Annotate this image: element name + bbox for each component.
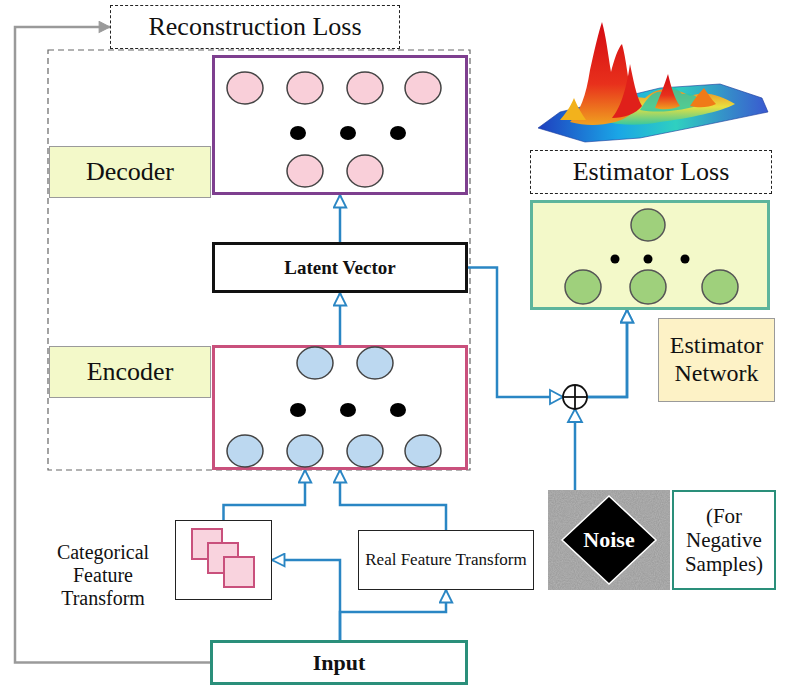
node-text: Latent Vector (284, 257, 395, 279)
ellipsis-dot (390, 403, 406, 417)
node-art (215, 348, 465, 467)
node-text: Estimator Loss (573, 157, 730, 187)
node-text: Estimator Network (663, 332, 770, 387)
neuron (347, 435, 383, 467)
node-text: Categorical Feature Transform (40, 541, 166, 610)
junction-head (550, 390, 563, 404)
node-text: Noise (583, 527, 634, 552)
label-box: Decoder (49, 146, 211, 198)
neuron (565, 270, 601, 304)
ellipsis-dot (681, 255, 690, 264)
sum-cross (574, 385, 576, 409)
noise-ground (548, 490, 670, 590)
embedding-square (224, 557, 254, 587)
label-box: (For Negative Samples) (672, 490, 776, 590)
label-box: Categorical Feature Transform (36, 533, 170, 617)
transform-box: Categorical Feature Transform (175, 520, 272, 600)
neuron (405, 72, 441, 104)
neuron (297, 347, 333, 379)
node-text: Decoder (86, 157, 174, 187)
connector (340, 470, 446, 530)
node-text: Real Feature Transform (365, 550, 526, 570)
connector (272, 560, 340, 640)
density-net: Estimator Network (530, 200, 770, 310)
source-box: Input (210, 640, 468, 685)
group-outline (48, 50, 470, 470)
ellipsis-dot (644, 255, 653, 264)
ellipsis-dot (340, 126, 356, 140)
noise-texture (548, 490, 670, 590)
diamond-shape (562, 496, 656, 584)
loss-box: Estimator Loss (530, 150, 772, 194)
neuron (287, 155, 323, 187)
neuron (347, 155, 383, 187)
transform-box: Real Feature Transform (358, 530, 534, 590)
loss-box: Reconstruction Loss (110, 5, 400, 49)
ellipsis-dot (390, 126, 406, 140)
neuron (631, 209, 665, 241)
sum-circle (563, 385, 587, 409)
node-art (215, 58, 465, 192)
node-text: (For Negative Samples) (678, 504, 770, 576)
neuron (347, 72, 383, 104)
neuron (405, 435, 441, 467)
neuron (287, 435, 323, 467)
density-surface (538, 22, 768, 142)
label-box: Encoder (49, 346, 211, 398)
decoding-layer: Decoder (212, 55, 468, 195)
connector (340, 590, 446, 640)
neuron (702, 270, 738, 304)
ellipsis-dot (290, 126, 306, 140)
latent-box: Latent Vector (212, 242, 468, 293)
connector (224, 470, 306, 520)
encoding-layer: Encoder (212, 345, 468, 470)
connector (339, 293, 342, 345)
ellipsis-dot (290, 403, 306, 417)
label-box: Estimator Network (658, 318, 775, 402)
neuron (227, 435, 263, 467)
neuron (630, 270, 666, 304)
node-art (176, 521, 271, 599)
connector (339, 195, 342, 242)
neuron (357, 347, 393, 379)
node-text: Reconstruction Loss (148, 12, 361, 42)
node-text: Encoder (87, 357, 174, 387)
junction-head (568, 409, 582, 422)
ellipsis-dot (340, 403, 356, 417)
neuron (287, 72, 323, 104)
ellipsis-dot (611, 255, 620, 264)
node-text: Input (313, 650, 366, 675)
random-source: Noise(For Negative Samples) (548, 490, 670, 590)
node-art (533, 203, 767, 307)
neuron (227, 72, 263, 104)
